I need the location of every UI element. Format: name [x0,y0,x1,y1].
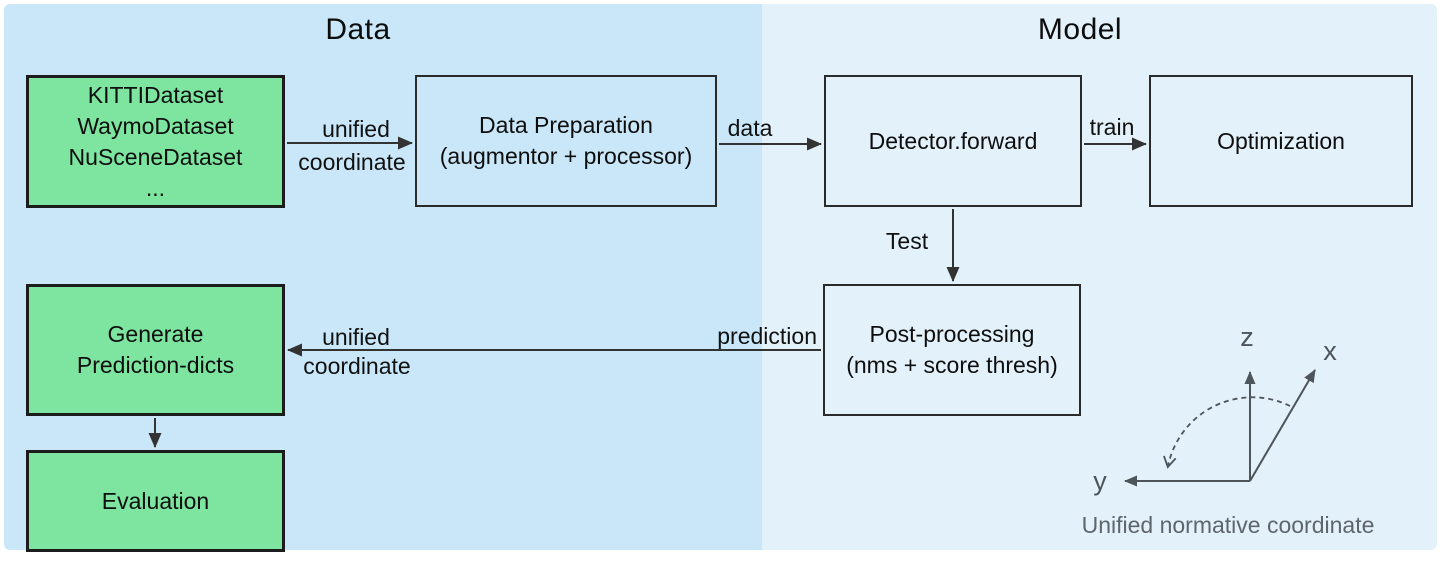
node-detector-forward: Detector.forward [824,75,1082,207]
coordinate-sketch-caption: Unified normative coordinate [1081,512,1375,538]
node-evaluation: Evaluation [26,450,285,552]
node-line: Data Preparation [479,112,653,138]
node-line: WaymoDataset [77,112,234,139]
node-post-processing: Post-processing (nms + score thresh) [823,284,1081,416]
node-line: ... [145,174,166,201]
node-line: Optimization [1217,127,1345,154]
z-axis-label: z [1240,322,1254,352]
node-datasets: KITTIDataset WaymoDataset NuSceneDataset… [26,75,285,208]
edge-label-unified-bottom: unified [322,324,390,350]
node-line: (nms + score thresh) [846,352,1058,378]
node-line: Detector.forward [868,127,1038,154]
data-section-title: Data [325,13,391,46]
model-section-title: Model [1037,13,1123,46]
node-optimization: Optimization [1149,75,1413,207]
node-line: Post-processing [869,321,1035,347]
edge-label-test: Test [885,228,929,254]
node-line: NuSceneDataset [68,143,243,170]
node-line: (augmentor + processor) [439,143,693,169]
x-axis-label: x [1323,336,1337,366]
node-line: Generate [107,321,204,347]
y-axis-label: y [1093,466,1107,496]
node-line: Prediction-dicts [76,352,235,378]
edge-label-data: data [727,115,773,141]
edge-label-coordinate-top: coordinate [298,149,406,175]
node-line: Evaluation [101,487,210,514]
edge-label-prediction: prediction [717,323,817,349]
edge-label-unified-top: unified [322,116,390,142]
node-data-preparation: Data Preparation (augmentor + processor) [415,75,717,207]
node-line: KITTIDataset [87,81,224,108]
edge-label-train: train [1089,114,1135,140]
edge-label-coordinate-bottom: coordinate [303,353,411,379]
node-generate-prediction-dicts: Generate Prediction-dicts [26,284,285,416]
